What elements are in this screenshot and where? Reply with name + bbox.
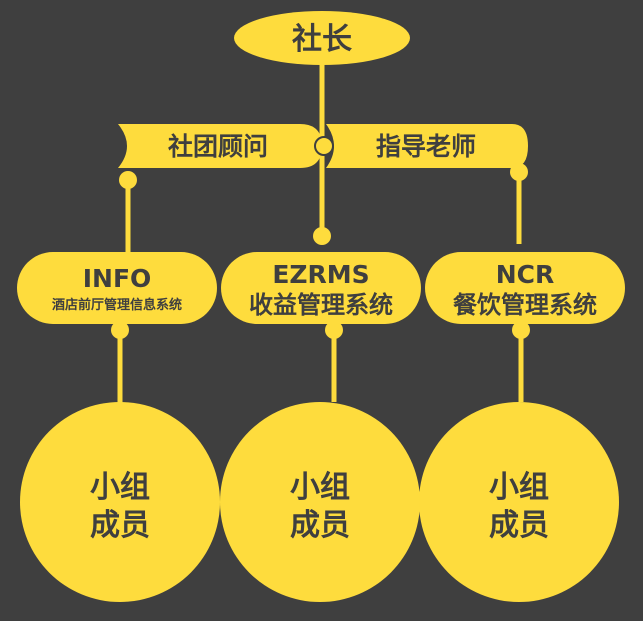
- advisor-left-node: 社团顾问: [118, 124, 322, 168]
- president-node: 社长: [234, 11, 410, 65]
- members-ncr-line2: 成员: [489, 508, 549, 543]
- members-ncr-circle: [419, 402, 619, 602]
- members-ezrms: 小组 成员: [220, 402, 420, 602]
- group-ncr: NCR 餐饮管理系统: [425, 252, 625, 324]
- dot-info-bottom: [111, 321, 129, 339]
- group-ncr-subtitle: 餐饮管理系统: [453, 291, 597, 319]
- members-info-line1: 小组: [90, 470, 150, 505]
- members-ncr-line1: 小组: [489, 470, 549, 505]
- advisor-right-banner: [326, 124, 528, 168]
- group-ezrms-subtitle: 收益管理系统: [249, 291, 393, 319]
- members-info-circle: [20, 402, 220, 602]
- group-ncr-pill: [425, 252, 625, 324]
- dot-ncr-bottom: [512, 321, 530, 339]
- group-ncr-title: NCR: [496, 260, 555, 289]
- group-info: INFO 酒店前厅管理信息系统: [17, 252, 217, 324]
- members-ezrms-line1: 小组: [290, 470, 350, 505]
- advisor-left-banner: [118, 124, 322, 168]
- dot-ezrms-top: [313, 227, 331, 245]
- president-ellipse: [234, 11, 410, 65]
- members-ezrms-line2: 成员: [290, 508, 350, 543]
- members-ncr: 小组 成员: [419, 402, 619, 602]
- connector-dots: [111, 136, 530, 339]
- group-info-title: INFO: [83, 264, 152, 293]
- members-info-line2: 成员: [90, 508, 150, 543]
- dot-right-advisor: [510, 163, 528, 181]
- dot-left-advisor: [119, 171, 137, 189]
- advisor-right-node: 指导老师: [326, 124, 528, 168]
- members-info: 小组 成员: [20, 402, 220, 602]
- members-ezrms-circle: [220, 402, 420, 602]
- advisor-left-label: 社团顾问: [168, 132, 268, 161]
- dot-center-junction: [314, 136, 334, 156]
- dot-ezrms-bottom: [325, 321, 343, 339]
- group-info-subtitle: 酒店前厅管理信息系统: [52, 297, 182, 313]
- group-ezrms: EZRMS 收益管理系统: [221, 252, 421, 324]
- group-ezrms-title: EZRMS: [272, 260, 369, 289]
- group-ezrms-pill: [221, 252, 421, 324]
- group-info-pill: [17, 252, 217, 324]
- president-label: 社长: [292, 22, 352, 57]
- advisor-right-label: 指导老师: [376, 132, 476, 161]
